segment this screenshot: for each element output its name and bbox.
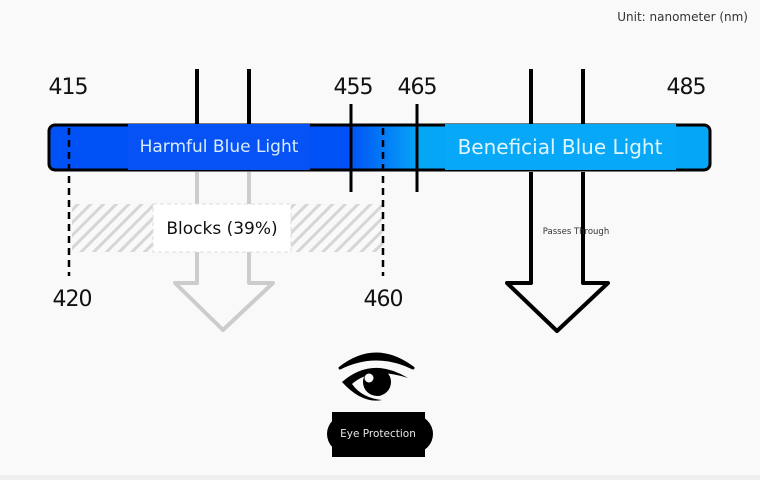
harmful-label: Harmful Blue Light [140,137,299,157]
spectrum-bar: Harmful Blue Light Beneficial Blue Light [47,123,712,172]
pass-arrow [505,69,610,333]
pass-label: Passes Through [543,227,609,237]
block-region: Blocks (39%) [72,203,384,253]
harmful-label-box [128,124,310,170]
label-420: 420 [53,287,92,312]
block-label: Blocks (39%) [166,219,277,239]
blocked-arrow [173,69,275,332]
eye-protection-label: Eye Protection [340,428,416,440]
label-460: 460 [364,287,403,312]
beneficial-label-box [445,124,676,170]
eye-protection-badge: Eye Protection [327,412,433,457]
eye-icon [338,352,415,401]
bottom-edge [0,475,760,480]
beneficial-label: Beneficial Blue Light [458,135,663,159]
label-415: 415 [49,75,88,100]
label-465: 465 [398,75,437,100]
label-485: 485 [667,75,706,100]
unit-note: Unit: nanometer (nm) [617,10,748,24]
label-455: 455 [334,75,373,100]
